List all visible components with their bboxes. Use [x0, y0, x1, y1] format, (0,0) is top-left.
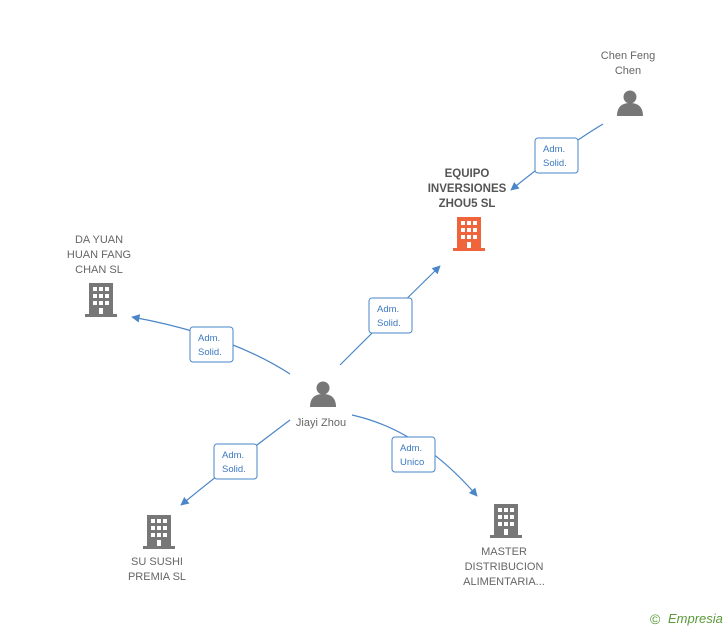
node-su-sushi[interactable]: SU SUSHI PREMIA SL — [128, 515, 186, 583]
edge-label-line: Adm. — [400, 443, 422, 454]
brand-name: Empresia — [668, 611, 723, 626]
node-label: Jiayi Zhou — [296, 417, 346, 429]
edge-label-line: Unico — [400, 457, 424, 468]
edge-label-jiayi-susushi[interactable]: Adm. Solid. — [213, 443, 258, 480]
node-label: PREMIA SL — [128, 571, 186, 583]
node-chen-feng-chen[interactable]: Chen Feng Chen — [601, 50, 655, 116]
edge-label-line: Adm. — [377, 304, 399, 315]
person-icon — [617, 90, 643, 116]
edge-label-jiayi-equipo[interactable]: Adm. Solid. — [368, 297, 413, 334]
copyright-symbol: © — [650, 611, 661, 627]
edge-label-line: Solid. — [198, 347, 222, 358]
edge-label-line: Adm. — [543, 144, 565, 155]
node-da-yuan[interactable]: DA YUAN HUAN FANG CHAN SL — [67, 234, 131, 317]
edge-label-jiayi-master[interactable]: Adm. Unico — [391, 436, 436, 473]
node-label: MASTER — [481, 546, 527, 558]
edge-label-line: Adm. — [198, 333, 220, 344]
node-jiayi-zhou[interactable]: Jiayi Zhou — [296, 381, 346, 430]
brand-footer[interactable]: © Empresia — [650, 611, 723, 627]
edge-label-chen-equipo[interactable]: Adm. Solid. — [534, 137, 579, 174]
edge-label-line: Solid. — [377, 318, 401, 329]
edge-label-line: Solid. — [543, 158, 567, 169]
edge-label-line: Solid. — [222, 464, 246, 475]
node-label: HUAN FANG — [67, 249, 131, 261]
node-equipo-inversiones[interactable]: EQUIPO INVERSIONES ZHOU5 SL — [428, 168, 507, 251]
edges — [131, 123, 604, 506]
node-label: DISTRIBUCION — [465, 561, 544, 573]
building-icon — [453, 217, 485, 251]
person-icon — [310, 381, 336, 407]
edge-label-jiayi-dayuan[interactable]: Adm. Solid. — [189, 326, 234, 363]
building-icon — [490, 504, 522, 538]
node-label: Chen Feng — [601, 50, 655, 62]
edge-label-line: Adm. — [222, 450, 244, 461]
node-label: INVERSIONES — [428, 183, 507, 195]
node-label: SU SUSHI — [131, 556, 183, 568]
node-master-distribucion[interactable]: MASTER DISTRIBUCION ALIMENTARIA... — [463, 504, 545, 588]
node-label: EQUIPO — [445, 168, 490, 180]
node-label: Chen — [615, 65, 641, 77]
node-label: ZHOU5 SL — [439, 198, 496, 210]
building-icon — [143, 515, 175, 549]
node-label: DA YUAN — [75, 234, 123, 246]
node-label: ALIMENTARIA... — [463, 576, 545, 588]
node-label: CHAN SL — [75, 264, 123, 276]
building-icon — [85, 283, 117, 317]
